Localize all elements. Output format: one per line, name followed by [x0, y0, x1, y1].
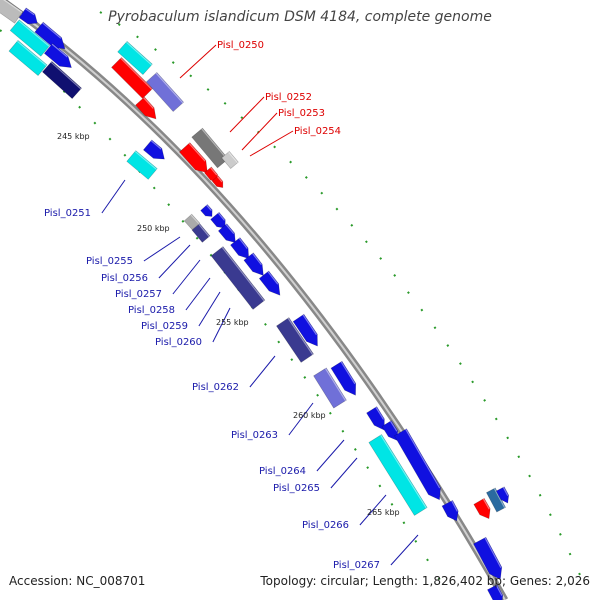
gene-cyan-1 — [9, 19, 51, 57]
gene-cyan-0265 — [368, 434, 428, 516]
gene-label-pisl_0267: Pisl_0267 — [333, 560, 380, 571]
gene-label-pisl_0253: Pisl_0253 — [278, 108, 325, 119]
gene-lightpurple-0263 — [313, 367, 347, 409]
gene-cyan-0251 — [126, 150, 158, 180]
tick-label-255-kbp: 255 kbp — [216, 318, 249, 327]
leader-line-pisl_0267 — [390, 534, 419, 566]
gene-label-pisl_0256: Pisl_0256 — [101, 273, 148, 284]
gene-dark-0262 — [276, 317, 314, 363]
gene-grey-0252 — [191, 127, 229, 169]
gene-label-pisl_0262: Pisl_0262 — [192, 382, 239, 393]
gene-blue-2 — [43, 42, 72, 68]
leader-line-pisl_0263 — [288, 402, 314, 436]
tick-label-265-kbp: 265 kbp — [367, 508, 400, 517]
gene-label-pisl_0258: Pisl_0258 — [128, 305, 175, 316]
leader-line-pisl_0253 — [241, 112, 278, 151]
tick-label-250-kbp: 250 kbp — [137, 224, 170, 233]
leader-line-pisl_0256 — [158, 244, 191, 279]
gene-label-pisl_0266: Pisl_0266 — [302, 520, 349, 531]
inner-dotted-arc — [0, 29, 441, 581]
leader-line-pisl_0254 — [249, 130, 294, 157]
gene-label-pisl_0265: Pisl_0265 — [273, 483, 320, 494]
gene-blue-0256 — [210, 211, 226, 229]
genome-stats-text: Topology: circular; Length: 1,826,402 bp… — [260, 574, 590, 588]
gene-lightgrey-0252 — [221, 151, 239, 169]
gene-blue-0251 — [142, 139, 165, 160]
tick-layer: 245 kbp 250 kbp 255 kbp 260 kbp 265 kbp — [57, 132, 400, 517]
gene-blue-0263 — [330, 360, 357, 396]
gene-dark-0259 — [210, 246, 266, 310]
gene-red-0254b — [211, 175, 224, 188]
gene-dark-0256 — [191, 223, 211, 243]
leader-line-pisl_0255 — [143, 236, 181, 262]
leader-line-pisl_0260 — [212, 307, 231, 343]
gene-blue-0257 — [217, 223, 236, 244]
gene-dark-1 — [42, 60, 82, 100]
leader-line-pisl_0252 — [229, 96, 265, 133]
tick-label-260-kbp: 260 kbp — [293, 411, 326, 420]
gene-label-pisl_0264: Pisl_0264 — [259, 466, 306, 477]
gene-red-0253 — [178, 142, 208, 174]
gene-blue-0259 — [243, 252, 264, 276]
accession-text: Accession: NC_008701 — [9, 574, 146, 588]
gene-grey-0255 — [183, 213, 201, 231]
gene-label-pisl_0252: Pisl_0252 — [265, 92, 312, 103]
gene-red-0250 — [111, 57, 153, 99]
gene-blue-0266r — [495, 486, 510, 504]
gene-label-layer: Pisl_0250Pisl_0252Pisl_0253Pisl_0254Pisl… — [44, 40, 419, 571]
gene-teal-0266 — [486, 487, 506, 513]
gene-blue-0265 — [394, 428, 441, 501]
tick-label-245-kbp: 245 kbp — [57, 132, 90, 141]
leader-line-pisl_0251 — [101, 179, 126, 214]
gene-blue-0266 — [441, 499, 459, 522]
leader-line-pisl_0259 — [198, 291, 221, 327]
gene-cyan-2 — [8, 40, 48, 76]
leader-line-pisl_0262 — [249, 355, 276, 388]
leader-line-pisl_0257 — [172, 259, 201, 295]
gene-blue-1 — [34, 21, 66, 50]
leader-line-pisl_0266 — [359, 494, 387, 526]
gene-track — [0, 0, 510, 600]
gene-blue-0262 — [292, 313, 318, 347]
gene-blue-0255 — [200, 204, 213, 217]
gene-grey-topleft — [0, 0, 24, 24]
map-title: Pyrobaculum islandicum DSM 4184, complet… — [108, 9, 492, 25]
gene-red-0250b — [135, 96, 157, 120]
gene-label-pisl_0259: Pisl_0259 — [141, 321, 188, 332]
gene-cyan-0250a — [117, 40, 153, 76]
gene-label-pisl_0257: Pisl_0257 — [115, 289, 162, 300]
gene-label-pisl_0254: Pisl_0254 — [294, 126, 341, 137]
gene-red-0266r — [473, 497, 491, 520]
gene-blue-0267 — [473, 536, 503, 580]
gene-blue-0258 — [230, 237, 250, 260]
leader-line-pisl_0265 — [330, 457, 358, 489]
gene-blue-0264b — [381, 420, 399, 441]
gene-blue-0264 — [366, 406, 385, 431]
leader-line-pisl_0258 — [185, 277, 211, 311]
gene-label-pisl_0255: Pisl_0255 — [86, 256, 133, 267]
gene-label-pisl_0251: Pisl_0251 — [44, 208, 91, 219]
gene-blue-0260 — [258, 270, 281, 296]
leader-line-pisl_0250 — [179, 44, 217, 79]
gene-label-pisl_0250: Pisl_0250 — [217, 40, 264, 51]
gene-blue-topleft — [18, 7, 38, 25]
gene-lightpurple-0250 — [145, 72, 185, 112]
leader-line-pisl_0264 — [316, 439, 345, 472]
gene-label-pisl_0260: Pisl_0260 — [155, 337, 202, 348]
gene-label-pisl_0263: Pisl_0263 — [231, 430, 278, 441]
